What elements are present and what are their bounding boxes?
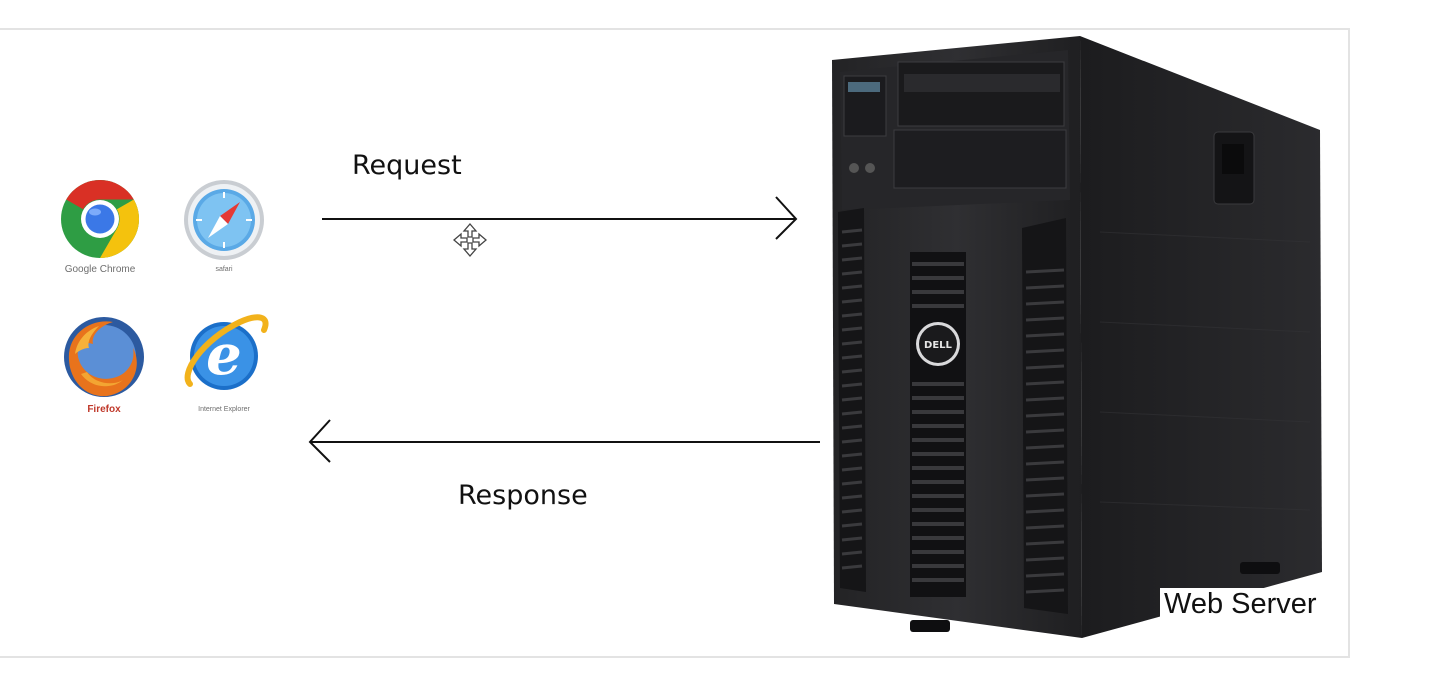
browser-chrome: Google Chrome: [40, 178, 160, 275]
browser-label-chrome: Google Chrome: [64, 264, 136, 275]
chrome-icon: [61, 179, 140, 258]
request-label: Request: [352, 150, 462, 181]
response-arrow: [308, 419, 820, 463]
web-server-label: Web Server: [1160, 588, 1321, 621]
internet-explorer-icon: e: [184, 314, 269, 390]
browser-label-firefox: Firefox: [87, 404, 121, 415]
browser-label-safari: safari: [215, 266, 233, 273]
response-label: Response: [458, 480, 588, 511]
browser-firefox: Firefox: [44, 314, 164, 415]
firefox-icon: [64, 317, 144, 397]
browser-label-ie: Internet Explorer: [198, 406, 250, 413]
server-tower-image: DELL: [832, 36, 1322, 638]
request-arrow: [322, 196, 798, 240]
browser-ie: e Internet Explorer: [164, 306, 284, 413]
move-cursor-icon: [453, 223, 487, 257]
dell-logo-text: DELL: [924, 340, 953, 351]
safari-icon: [184, 180, 264, 260]
browser-safari: safari: [164, 178, 284, 273]
